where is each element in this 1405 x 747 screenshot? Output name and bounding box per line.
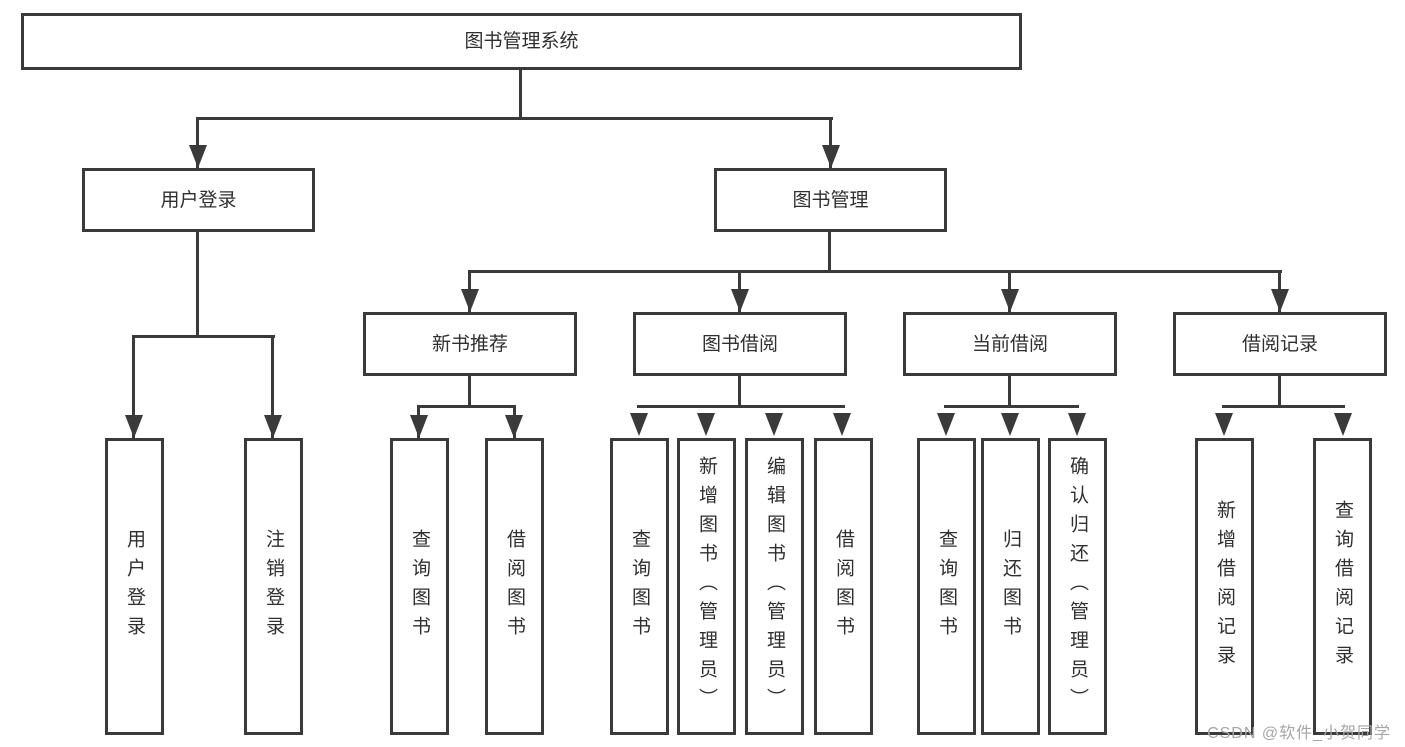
leaf-user-login: 用户登录 xyxy=(105,438,164,735)
leaf-borrow-books-recommend: 借阅图书 xyxy=(485,438,544,735)
leaf-confirm-return-admin: 确认归还（管理员） xyxy=(1048,438,1107,735)
connector-line xyxy=(271,335,274,438)
leaf-add-books-admin: 新增图书（管理员） xyxy=(677,438,736,735)
node-new-book-recommend: 新书推荐 xyxy=(363,312,577,376)
leaf-label: 借阅图书 xyxy=(504,528,525,645)
arrow-down-icon xyxy=(189,145,207,168)
leaf-label: 用户登录 xyxy=(124,528,145,645)
node-label: 当前借阅 xyxy=(971,333,1048,355)
leaf-label: 新增图书（管理员） xyxy=(696,456,717,717)
connector-line xyxy=(132,335,135,438)
node-borrow-records: 借阅记录 xyxy=(1173,312,1387,376)
connector-line xyxy=(828,230,831,273)
leaf-logout: 注销登录 xyxy=(244,438,303,735)
arrow-down-icon xyxy=(765,413,783,436)
arrow-down-icon xyxy=(1215,413,1233,436)
arrow-down-icon xyxy=(1001,289,1019,312)
arrow-down-icon xyxy=(461,289,479,312)
arrow-down-icon xyxy=(833,413,851,436)
node-library-management-system: 图书管理系统 xyxy=(21,13,1022,70)
node-current-borrow: 当前借阅 xyxy=(903,312,1117,376)
connector-line xyxy=(196,117,199,168)
node-label: 借阅记录 xyxy=(1241,333,1318,355)
connector-line xyxy=(132,335,275,338)
leaf-edit-books-admin: 编辑图书（管理员） xyxy=(745,438,804,735)
node-label: 图书管理系统 xyxy=(464,31,579,52)
connector-line xyxy=(468,270,1282,273)
node-book-management: 图书管理 xyxy=(714,168,947,232)
arrow-down-icon xyxy=(697,413,715,436)
leaf-query-books-current: 查询图书 xyxy=(917,438,976,735)
connector-line xyxy=(1008,374,1011,408)
leaf-label: 注销登录 xyxy=(263,528,284,645)
leaf-label: 查询借阅记录 xyxy=(1332,499,1353,674)
node-label: 用户登录 xyxy=(160,189,237,211)
leaf-label: 查询图书 xyxy=(629,528,650,645)
connector-line xyxy=(637,405,845,408)
node-label: 图书管理 xyxy=(792,189,869,211)
connector-line xyxy=(829,117,832,168)
arrow-down-icon xyxy=(822,145,840,168)
connector-line xyxy=(1222,405,1345,408)
leaf-label: 归还图书 xyxy=(1000,528,1021,645)
leaf-return-books: 归还图书 xyxy=(981,438,1040,735)
leaf-query-books-borrow: 查询图书 xyxy=(610,438,669,735)
arrow-down-icon xyxy=(1334,413,1352,436)
connector-line xyxy=(944,405,1079,408)
leaf-label: 确认归还（管理员） xyxy=(1067,456,1088,717)
arrow-down-icon xyxy=(630,413,648,436)
connector-line xyxy=(738,374,741,408)
node-user-login: 用户登录 xyxy=(82,168,315,232)
arrow-down-icon xyxy=(937,413,955,436)
connector-line xyxy=(196,230,199,338)
leaf-label: 查询图书 xyxy=(409,528,430,645)
node-label: 图书借阅 xyxy=(701,333,778,355)
node-label: 新书推荐 xyxy=(431,333,508,355)
arrow-down-icon xyxy=(264,415,282,438)
connector-line xyxy=(468,374,471,408)
arrow-down-icon xyxy=(505,415,523,438)
leaf-borrow-books: 借阅图书 xyxy=(814,438,873,735)
leaf-add-borrow-record: 新增借阅记录 xyxy=(1195,438,1254,735)
arrow-down-icon xyxy=(125,415,143,438)
connector-line xyxy=(519,68,522,120)
connector-line xyxy=(1278,374,1281,408)
leaf-label: 编辑图书（管理员） xyxy=(764,456,785,717)
connector-line xyxy=(196,117,833,120)
leaf-label: 借阅图书 xyxy=(833,528,854,645)
arrow-down-icon xyxy=(1271,289,1289,312)
leaf-label: 查询图书 xyxy=(936,528,957,645)
arrow-down-icon xyxy=(731,289,749,312)
arrow-down-icon xyxy=(1068,413,1086,436)
leaf-label: 新增借阅记录 xyxy=(1214,499,1235,674)
arrow-down-icon xyxy=(410,415,428,438)
arrow-down-icon xyxy=(1001,413,1019,436)
leaf-query-books-recommend: 查询图书 xyxy=(390,438,449,735)
leaf-query-borrow-record: 查询借阅记录 xyxy=(1313,438,1372,735)
connector-line xyxy=(417,405,516,408)
watermark-text: CSDN @软件_小贺同学 xyxy=(1207,725,1391,742)
node-book-borrow: 图书借阅 xyxy=(633,312,847,376)
